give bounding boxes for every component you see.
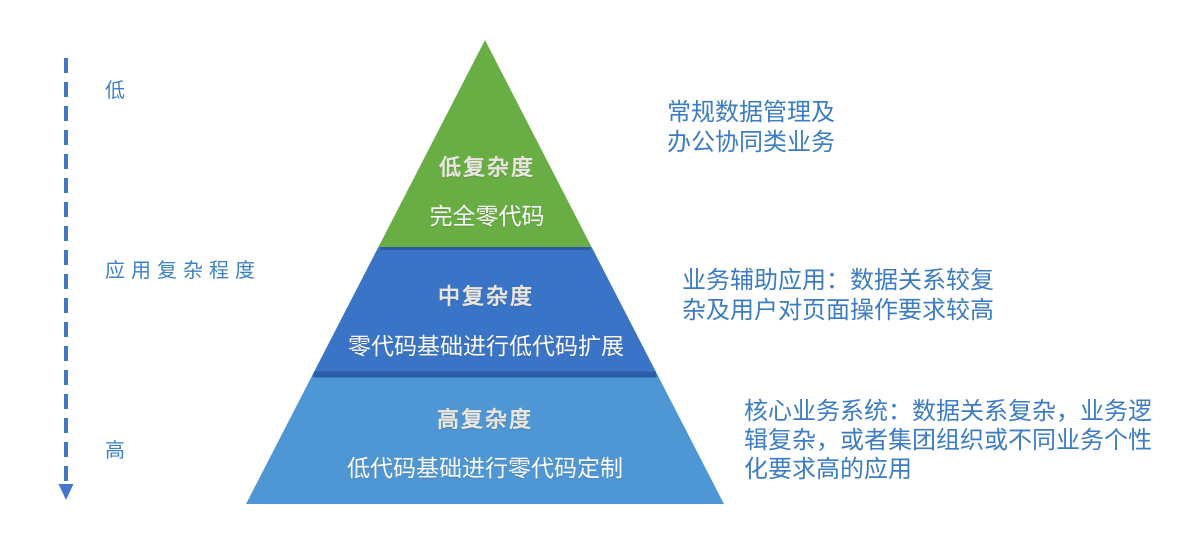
axis-label-low: 低 bbox=[105, 80, 131, 102]
annotation-tier2: 业务辅助应用：数据关系较复 杂及用户对页面操作要求较高 bbox=[682, 267, 994, 324]
annotation-tier1: 常规数据管理及 办公协同类业务 bbox=[667, 99, 835, 156]
tier3-title: 高复杂度 bbox=[436, 407, 534, 432]
complexity-axis-arrowhead-icon bbox=[58, 484, 74, 500]
pyramid-tier1-shape bbox=[378, 40, 592, 247]
tier1-title: 低复杂度 bbox=[438, 155, 536, 180]
annotation-tier3: 核心业务系统：数据关系复杂，业务逻 辑复杂，或者集团组织或不同业务个性 化要求高… bbox=[744, 398, 1152, 483]
tier3-subtitle: 低代码基础进行零代码定制 bbox=[347, 455, 623, 481]
axis-label-high: 高 bbox=[105, 440, 131, 462]
axis-title-application-complexity: 应用复杂程度 bbox=[105, 260, 261, 282]
pyramid-tier2-shape bbox=[311, 247, 659, 377]
tier1-subtitle: 完全零代码 bbox=[429, 203, 545, 229]
tier2-title: 中复杂度 bbox=[437, 284, 535, 309]
pyramid-tier3-shape bbox=[246, 377, 724, 504]
tier2-subtitle: 零代码基础进行低代码扩展 bbox=[348, 333, 624, 359]
